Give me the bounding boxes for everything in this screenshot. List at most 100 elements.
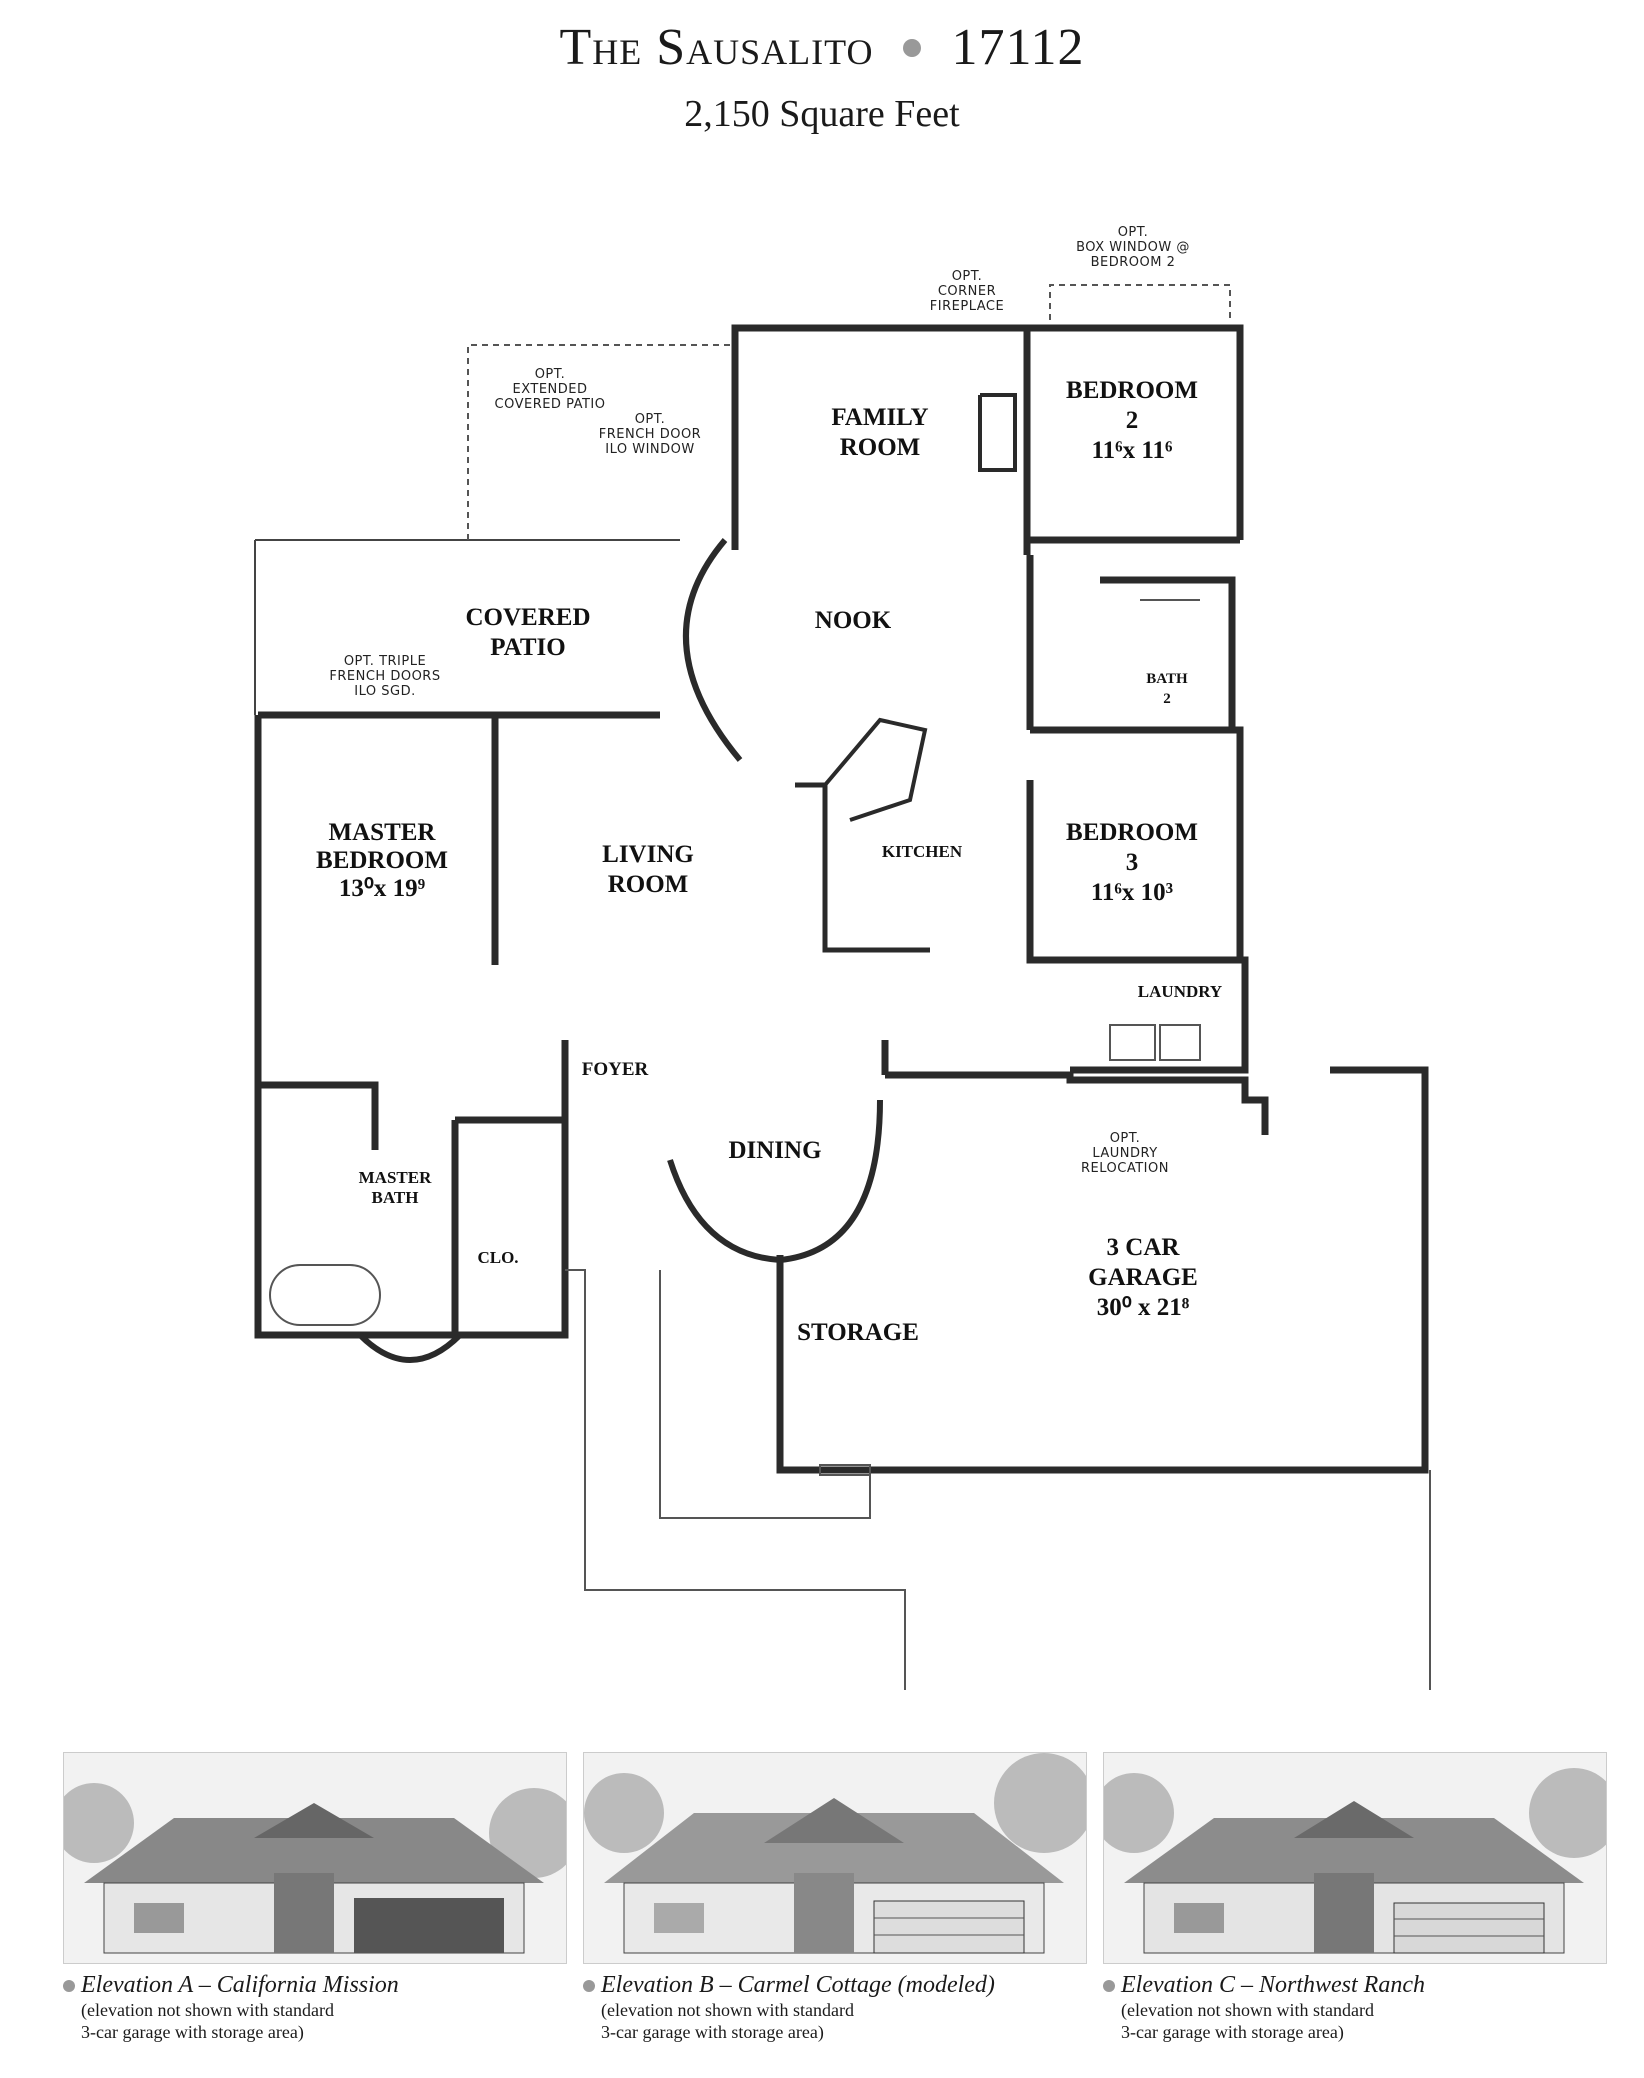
svg-text:BOX WINDOW @: BOX WINDOW @ [1076,240,1190,255]
master-bath-label-1: MASTER [359,1168,432,1187]
title-number: 17112 [951,19,1085,76]
svg-text:13⁰x 19⁹: 13⁰x 19⁹ [339,875,426,902]
elevation-a-note-1: (elevation not shown with standard [81,2000,334,2020]
svg-text:MASTER: MASTER [329,819,437,846]
svg-text:FAMILY: FAMILY [831,404,928,431]
svg-text:BEDROOM: BEDROOM [316,847,448,874]
svg-text:BEDROOM 2: BEDROOM 2 [1091,255,1176,270]
dryer [1159,1024,1201,1061]
svg-text:COVERED: COVERED [465,604,590,631]
svg-text:FRENCH DOORS: FRENCH DOORS [329,669,440,684]
note-french-door-1: OPT. [635,412,666,427]
wall-bedroom2 [1027,324,1244,540]
bedroom2-dims: 11⁶x 11⁶ [1092,437,1173,464]
family-room-label-2: ROOM [840,434,921,461]
title-name: The Sausalito [559,19,874,76]
laundry-label: LAUNDRY [1138,982,1222,1001]
svg-text:CORNER: CORNER [938,284,996,299]
wall-garage [885,1071,1269,1135]
svg-text:EXTENDED: EXTENDED [512,382,587,397]
master-bedroom-label-2: BEDROOM [316,847,448,874]
bath2-label-1: BATH [1146,671,1188,687]
elevation-c-house-icon [1104,1753,1606,1963]
svg-text:BATH: BATH [1146,671,1188,687]
bedroom3-label-2: 3 [1126,849,1139,876]
svg-text:11⁶x 11⁶: 11⁶x 11⁶ [1092,437,1173,464]
wall-bath2 [1100,576,1236,734]
svg-text:30⁰ x 21⁸: 30⁰ x 21⁸ [1097,1294,1190,1321]
dining-bay-window [667,1099,883,1264]
closet-label: CLO. [477,1248,518,1267]
note-triple-french-3: ILO SGD. [354,684,415,699]
washer [1109,1024,1156,1061]
svg-text:ROOM: ROOM [840,434,921,461]
note-french-door-2: FRENCH DOOR [599,427,701,442]
master-bedroom-label-1: MASTER [329,819,437,846]
note-patio-1: OPT. [535,367,566,382]
tub-master [269,1264,381,1326]
svg-text:11⁶x 10³: 11⁶x 10³ [1091,879,1173,906]
svg-text:BEDROOM: BEDROOM [1066,377,1198,404]
elevation-a-house-icon [64,1753,566,1963]
elevation-c-caption: Elevation C – Northwest Ranch (elevation… [1103,1972,1623,2043]
note-fireplace-1: OPT. [952,269,983,284]
svg-text:2: 2 [1163,691,1171,707]
wall-family-room [731,324,1031,555]
fireplace [978,393,1017,472]
note-patio-2: EXTENDED [512,382,587,397]
elevation-b-note-1: (elevation not shown with standard [601,2000,854,2020]
kitchen-label: KITCHEN [882,842,963,861]
foyer-label: FOYER [582,1059,649,1080]
opt-patio-outline [467,344,735,540]
elevation-b-image [583,1752,1087,1964]
kitchen-counter [795,782,930,953]
dining-label: DINING [728,1137,821,1164]
master-bedroom-dims: 13⁰x 19⁹ [339,875,426,902]
svg-text:FRENCH DOOR: FRENCH DOOR [599,427,701,442]
page-title: The Sausalito 17112 [0,18,1644,77]
wall-master-bath [258,1081,379,1150]
title-bullet-icon [903,39,922,58]
svg-text:LAUNDRY: LAUNDRY [1092,1146,1157,1161]
svg-text:BEDROOM: BEDROOM [1066,819,1198,846]
master-bath-bay [357,1332,463,1363]
svg-text:OPT.: OPT. [1110,1131,1141,1146]
garage-door-left [819,1464,871,1476]
family-room-label-1: FAMILY [831,404,928,431]
note-triple-french-2: FRENCH DOORS [329,669,440,684]
svg-text:2: 2 [1126,407,1139,434]
svg-text:BATH: BATH [372,1188,419,1207]
svg-text:ILO SGD.: ILO SGD. [354,684,415,699]
living-room-label-1: LIVING [602,841,694,868]
svg-text:3 CAR: 3 CAR [1107,1234,1181,1261]
wall-laundry [1070,956,1249,1074]
elevation-b-title: Elevation B – Carmel Cottage (modeled) [601,1972,995,1998]
living-room-label-2: ROOM [608,871,689,898]
svg-text:ILO WINDOW: ILO WINDOW [605,442,695,457]
garage-label-1: 3 CAR [1107,1234,1181,1261]
note-box-window-2: BOX WINDOW @ [1076,240,1190,255]
svg-text:MASTER: MASTER [359,1168,432,1187]
svg-text:FIREPLACE: FIREPLACE [930,299,1004,314]
note-triple-french-1: OPT. TRIPLE [344,654,426,669]
bedroom3-dims: 11⁶x 10³ [1091,879,1173,906]
note-box-window-1: OPT. [1118,225,1149,240]
covered-patio-label-1: COVERED [465,604,590,631]
note-french-door-3: ILO WINDOW [605,442,695,457]
floor-plan: FAMILY ROOM BEDROOM 2 11⁶x 11⁶ COVERED P… [254,225,1431,1690]
elevation-c-image [1103,1752,1607,1964]
covered-patio-label-2: PATIO [490,634,565,661]
svg-text:RELOCATION: RELOCATION [1081,1161,1169,1176]
elevation-a-note-2: 3-car garage with storage area) [81,2022,304,2042]
square-footage: 2,150 Square Feet [684,93,960,135]
svg-text:LIVING: LIVING [602,841,694,868]
driveway-inner [659,1270,871,1519]
elevation-c-note-1: (elevation not shown with standard [1121,2000,1374,2020]
master-bath-label-2: BATH [372,1188,419,1207]
svg-text:OPT.: OPT. [952,269,983,284]
elevation-c-note-2: 3-car garage with storage area) [1121,2022,1344,2042]
svg-text:COVERED PATIO: COVERED PATIO [495,397,606,412]
note-laundry-3: RELOCATION [1081,1161,1169,1176]
elevation-b-caption: Elevation B – Carmel Cottage (modeled) (… [583,1972,1103,2043]
bullet-icon [63,1980,75,1993]
